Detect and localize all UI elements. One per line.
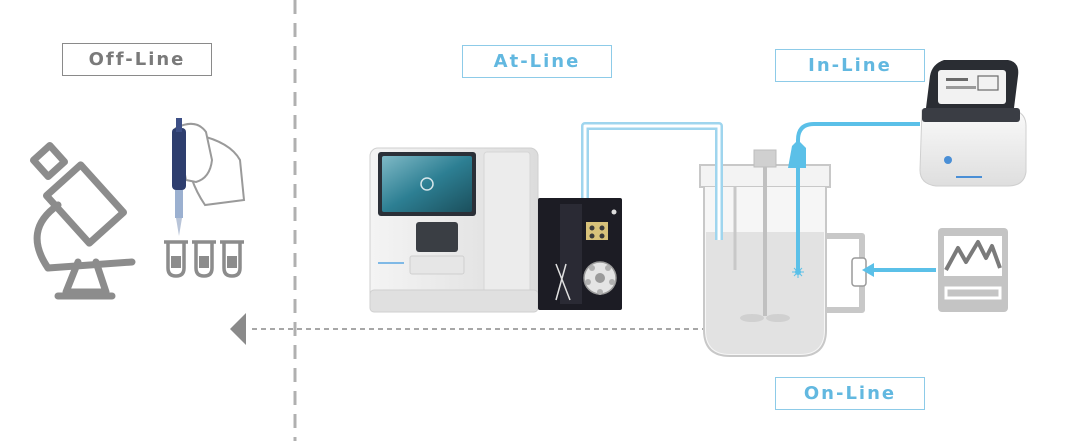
on-line-label: On-Line	[775, 377, 925, 410]
pipette-icon	[172, 118, 246, 236]
arrow-left-icon	[230, 313, 705, 345]
inline-probe	[788, 122, 920, 278]
online-monitor-icon	[938, 228, 1008, 312]
at-line-label: At-Line	[462, 45, 612, 78]
off-line-label: Off-Line	[62, 43, 212, 76]
online-cable	[862, 263, 936, 277]
sampling-tube	[581, 122, 723, 240]
sample-tubes-icon	[164, 240, 244, 278]
analyzer-icon	[369, 147, 539, 313]
bioreactor-vessel-icon	[699, 149, 867, 357]
inline-sensor-device-icon	[919, 60, 1027, 187]
peristaltic-pump-icon	[538, 198, 622, 310]
in-line-label: In-Line	[775, 49, 925, 82]
microscope-icon	[29, 141, 136, 300]
